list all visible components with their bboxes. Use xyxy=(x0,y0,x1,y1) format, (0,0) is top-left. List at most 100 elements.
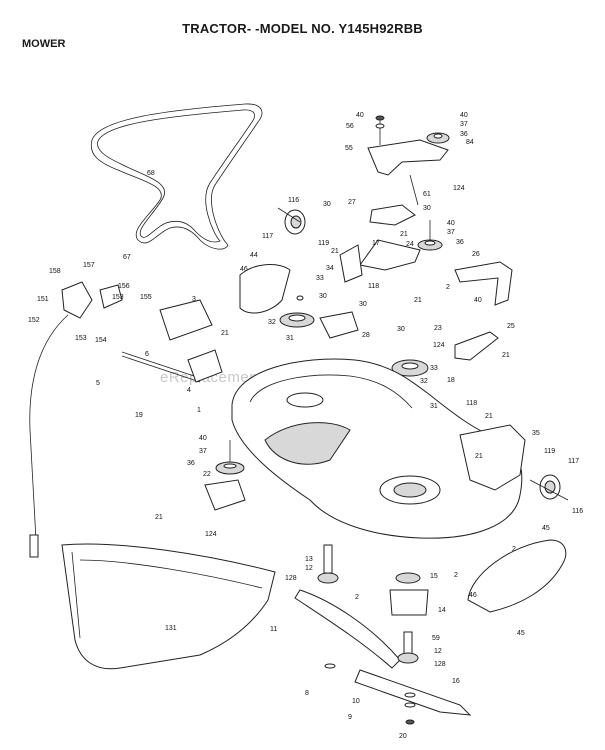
part-label-11: 11 xyxy=(270,626,277,633)
part-label-31b: 31 xyxy=(430,403,438,410)
part-label-156: 156 xyxy=(118,283,130,290)
part-label-5: 5 xyxy=(96,380,100,387)
part-label-46b: 46 xyxy=(469,592,477,599)
part-label-30b: 30 xyxy=(423,205,431,212)
part-label-117a: 117 xyxy=(262,233,273,240)
part-label-1: 1 xyxy=(197,407,201,414)
part-label-30d: 30 xyxy=(359,301,367,308)
part-label-40d: 40 xyxy=(474,297,482,304)
part-label-16: 16 xyxy=(452,678,460,685)
part-label-44: 44 xyxy=(250,252,258,259)
part-label-34: 34 xyxy=(326,265,334,272)
part-label-56: 56 xyxy=(346,123,354,130)
part-label-154: 154 xyxy=(95,337,107,344)
spindle-pulley-right xyxy=(391,359,429,377)
part-label-36b: 36 xyxy=(456,239,464,246)
part-label-124c: 124 xyxy=(205,531,217,538)
part-label-119b: 119 xyxy=(544,448,555,455)
part-label-55: 55 xyxy=(345,145,353,152)
part-label-33a: 33 xyxy=(316,275,324,282)
part-label-153b: 153 xyxy=(75,335,87,342)
part-label-19: 19 xyxy=(135,412,143,419)
drive-belt xyxy=(90,103,263,250)
part-label-40e: 40 xyxy=(199,435,207,442)
part-label-21f: 21 xyxy=(485,413,493,420)
part-label-20: 20 xyxy=(399,733,407,740)
part-label-30e: 30 xyxy=(397,326,405,333)
part-label-14: 14 xyxy=(438,607,446,614)
part-label-28: 28 xyxy=(362,332,370,339)
part-label-25: 25 xyxy=(507,323,515,330)
part-label-31a: 31 xyxy=(286,335,294,342)
part-label-116b: 116 xyxy=(572,508,583,515)
part-label-32b: 32 xyxy=(420,378,428,385)
part-label-33b: 33 xyxy=(430,365,438,372)
part-label-21e: 21 xyxy=(502,352,510,359)
spindle-assembly-left xyxy=(294,544,401,669)
lift-bracket xyxy=(159,299,213,341)
part-label-124b: 124 xyxy=(433,342,445,349)
part-label-37b: 37 xyxy=(447,229,455,236)
part-label-21a: 21 xyxy=(400,231,408,238)
part-label-23: 23 xyxy=(434,325,442,332)
part-label-45b: 45 xyxy=(517,630,525,637)
part-label-17: 17 xyxy=(372,240,380,247)
belt-guide xyxy=(239,244,363,314)
part-label-21g: 21 xyxy=(475,453,483,460)
part-label-22: 22 xyxy=(203,471,211,478)
part-label-6: 6 xyxy=(145,351,149,358)
part-label-18: 18 xyxy=(447,377,455,384)
part-label-40a: 40 xyxy=(356,112,364,119)
part-label-152: 152 xyxy=(28,317,40,324)
part-label-26: 26 xyxy=(472,251,480,258)
part-label-128b: 128 xyxy=(434,661,446,668)
part-label-40b: 40 xyxy=(460,112,468,119)
part-label-118b: 118 xyxy=(466,400,477,407)
part-label-153a: 153 xyxy=(112,294,124,301)
part-label-15: 15 xyxy=(430,573,438,580)
part-label-124a: 124 xyxy=(453,185,465,192)
section-label: MOWER xyxy=(22,38,66,50)
mower-deck xyxy=(231,358,526,539)
part-label-35: 35 xyxy=(532,430,540,437)
part-label-12a: 12 xyxy=(305,565,313,572)
spindle-assembly-right xyxy=(389,572,429,664)
part-label-32a: 32 xyxy=(268,319,276,326)
part-label-27: 27 xyxy=(348,199,356,206)
part-label-24: 24 xyxy=(406,241,414,248)
part-label-10: 10 xyxy=(352,698,360,705)
part-label-13: 13 xyxy=(305,556,313,563)
part-label-128a: 128 xyxy=(285,575,297,582)
blade-hardware xyxy=(324,663,416,725)
part-label-67: 67 xyxy=(123,254,131,261)
lift-cable-assembly xyxy=(29,281,123,558)
part-label-119a: 119 xyxy=(318,240,329,247)
part-label-84: 84 xyxy=(466,139,474,146)
part-label-2c: 2 xyxy=(454,572,458,579)
part-label-68: 68 xyxy=(147,170,155,177)
part-label-8: 8 xyxy=(305,690,309,697)
part-label-3: 3 xyxy=(192,296,196,303)
idler-pulley-right xyxy=(417,220,443,251)
idler-pulley-left xyxy=(204,440,246,511)
part-label-12b: 12 xyxy=(434,648,442,655)
part-label-158: 158 xyxy=(49,268,61,275)
part-label-46a: 46 xyxy=(240,266,248,273)
idler-bracket-upper xyxy=(367,115,450,176)
support-bracket xyxy=(319,311,359,339)
part-label-2a: 2 xyxy=(446,284,450,291)
part-label-21h: 21 xyxy=(155,514,163,521)
part-label-116a: 116 xyxy=(288,197,299,204)
part-label-37a: 37 xyxy=(460,121,468,128)
part-label-151: 151 xyxy=(37,296,49,303)
deck-hanger-right xyxy=(454,261,513,361)
part-label-9: 9 xyxy=(348,714,352,721)
part-label-4: 4 xyxy=(187,387,191,394)
spindle-pulley-left xyxy=(279,295,315,328)
part-label-157: 157 xyxy=(83,262,95,269)
part-label-155: 155 xyxy=(140,294,152,301)
part-label-118a: 118 xyxy=(368,283,379,290)
part-label-59: 59 xyxy=(432,635,440,642)
part-label-21c: 21 xyxy=(414,297,422,304)
